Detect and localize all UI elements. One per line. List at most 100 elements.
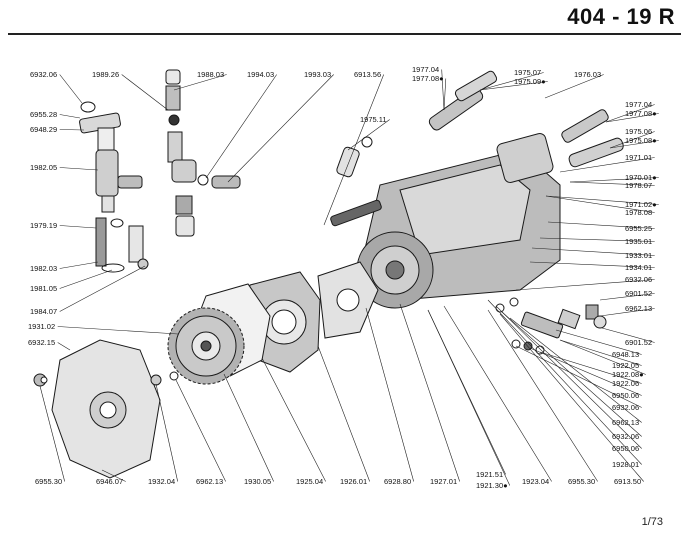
callout-leader-line [487, 309, 598, 482]
part-callout-label: 1975.11 [360, 115, 387, 124]
callout-leader-line [227, 74, 334, 183]
callout-leader-line [539, 351, 642, 384]
part-callout-label: 1989.26 [92, 70, 119, 79]
injection-pump-body [330, 133, 561, 309]
part-callout-label: 6948.29 [30, 125, 57, 134]
part-callout-label: 1922.06 [612, 379, 639, 388]
part-callout-label: 1993.03 [304, 70, 331, 79]
part-callout-label: 6932.06 [30, 70, 57, 79]
callout-leader-line [605, 113, 659, 123]
part-callout-label: 6901.52 [625, 289, 652, 298]
callout-leader-line [59, 74, 83, 104]
part-callout-label: 1927.01 [430, 477, 457, 486]
callout-leader-line [569, 181, 655, 186]
part-callout-label: 1935.01 [625, 237, 652, 246]
callout-leader-line [515, 345, 642, 408]
callout-leader-line [601, 327, 655, 343]
callout-leader-line [559, 339, 646, 375]
callout-leader-line [57, 326, 179, 335]
callout-leader-line [609, 140, 659, 149]
part-callout-label: 6962.13 [625, 304, 652, 313]
callout-leader-line [559, 157, 655, 173]
part-callout-label: 1925.04 [296, 477, 323, 486]
part-callout-label: 1977.04 [625, 100, 652, 109]
part-callout-label: 6955.30 [568, 477, 595, 486]
page-title: 404 - 19 R [567, 4, 675, 29]
part-callout-label: 6913.50 [614, 477, 641, 486]
callout-leader-line [609, 131, 655, 149]
part-callout-label: 6928.80 [384, 477, 411, 486]
callout-leader-line [544, 74, 604, 99]
callout-leader-line [399, 303, 460, 482]
part-callout-label: 1931.02 [28, 322, 55, 331]
part-callout-label: 1930.05 [244, 477, 271, 486]
part-callout-label: 1922.08● [612, 370, 644, 379]
part-callout-label: 1970.01● [625, 173, 657, 182]
part-callout-label: 1977.08● [625, 109, 657, 118]
page-number: 1/73 [641, 516, 663, 528]
part-callout-label: 1982.03 [30, 264, 57, 273]
part-callout-label: 6913.56 [354, 70, 381, 79]
callout-leader-line [323, 74, 384, 226]
callout-leader-line [443, 78, 447, 111]
callout-leader-line [605, 104, 655, 123]
callouts-layer: 6932.066955.286948.291982.051979.191982.… [28, 65, 659, 490]
callout-leader-line [569, 177, 659, 183]
callout-leader-line [547, 221, 655, 229]
gasket-plate [317, 261, 379, 339]
callout-leader-line [531, 247, 655, 256]
callout-leader-line [515, 279, 655, 291]
callout-leader-line [479, 72, 544, 91]
part-callout-label: 1928.01 [612, 460, 639, 469]
part-callout-label: 1975.07 [514, 68, 541, 77]
part-callout-label: 1982.05 [30, 163, 57, 172]
callout-leader-line [223, 373, 274, 482]
callout-leader-line [479, 81, 548, 91]
callout-leader-line [559, 339, 642, 366]
callout-leader-line [121, 74, 169, 111]
part-callout-label: 1975.09● [514, 77, 546, 86]
callout-leader-line [599, 293, 655, 301]
timing-sprocket [167, 307, 245, 385]
callout-leader-line [59, 269, 113, 289]
part-callout-label: 6950.06 [612, 444, 639, 453]
part-callout-label: 1926.01 [340, 477, 367, 486]
part-callout-label: 6932.06 [625, 275, 652, 284]
part-callout-label: 1978.08 [625, 208, 652, 217]
part-callout-label: 1921.51 [476, 470, 503, 479]
part-callout-label: 1976.03 [574, 70, 601, 79]
part-callout-label: 1977.04 [412, 65, 439, 74]
injector-pipes-upper [336, 70, 624, 178]
callout-leader-line [59, 261, 99, 269]
callout-leader-line [205, 74, 277, 179]
part-callout-label: 1988.03 [197, 70, 224, 79]
callout-leader-line [529, 347, 642, 396]
callout-leader-line [57, 342, 71, 351]
callout-leader-line [175, 379, 226, 482]
callout-leader-line [441, 69, 445, 111]
sprocket-housing [33, 339, 179, 479]
part-callout-label: 6932.06 [612, 432, 639, 441]
part-callout-label: 6955.30 [35, 477, 62, 486]
callout-leader-line [529, 261, 655, 268]
callout-leader-line [501, 311, 642, 437]
part-callout-label: 1922.05 [612, 361, 639, 370]
part-callout-label: 6950.06 [612, 391, 639, 400]
callout-leader-line [545, 195, 655, 213]
part-callout-label: 6948.13 [612, 350, 639, 359]
part-callout-label: 6932.15 [28, 338, 55, 347]
callout-leader-line [509, 317, 642, 423]
part-callout-label: 1975.06 [625, 127, 652, 136]
part-callout-label: 1979.19 [30, 221, 57, 230]
callout-leader-line [317, 345, 370, 482]
part-callout-label: 1921.30● [476, 481, 508, 490]
part-callout-label: 1934.01 [625, 263, 652, 272]
callout-leader-line [101, 469, 126, 482]
part-callout-label: 1971.02● [625, 200, 657, 209]
part-callout-label: 6962.13 [196, 477, 223, 486]
part-callout-label: 1984.07 [30, 307, 57, 316]
callout-leader-line [499, 313, 644, 482]
part-callout-label: 1971.01 [625, 153, 652, 162]
